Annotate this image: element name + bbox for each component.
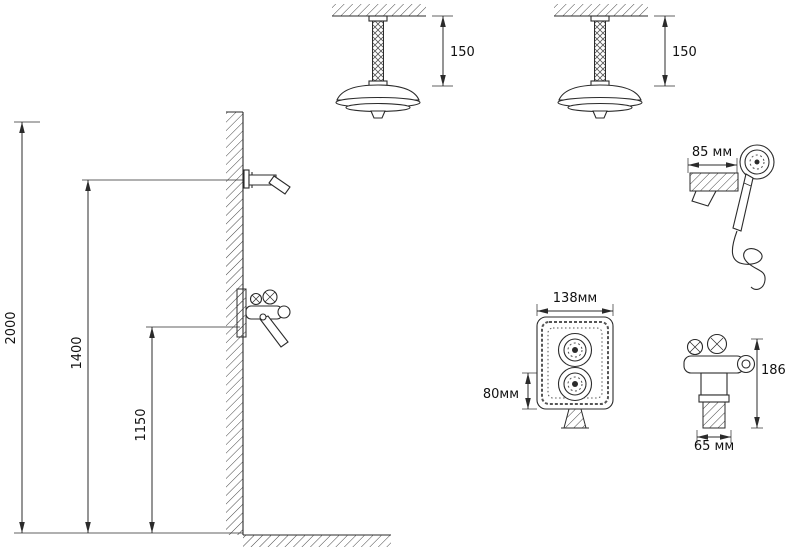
ceiling-shower-head-right bbox=[553, 3, 649, 119]
dimension-186: 186 bbox=[751, 338, 786, 429]
mixer-front-detail: 138мм 80мм bbox=[483, 291, 614, 429]
wall-mixer-side bbox=[236, 288, 291, 348]
dim-85-label: 85 мм bbox=[692, 145, 732, 160]
hand-shower-hose bbox=[731, 230, 766, 290]
dim-150-right-label: 150 bbox=[672, 45, 697, 60]
floor-hatch bbox=[243, 534, 391, 547]
dim-150-left-label: 150 bbox=[450, 45, 475, 60]
dimension-80: 80мм bbox=[483, 372, 537, 410]
dim-1400-label: 1400 bbox=[70, 336, 85, 369]
mixer-body bbox=[683, 355, 745, 374]
hand-shower-head bbox=[732, 144, 775, 232]
dimension-2000: 2000 bbox=[4, 121, 243, 534]
shower-arm-side bbox=[243, 169, 291, 195]
dial-bottom bbox=[557, 366, 593, 402]
ceiling-shower-head-left bbox=[331, 3, 427, 119]
side-knobs bbox=[686, 333, 728, 356]
dimension-1400: 1400 bbox=[70, 179, 252, 533]
dimension-150-left: 150 bbox=[432, 15, 475, 87]
dim-80-label: 80мм bbox=[483, 387, 519, 402]
dim-1150-label: 1150 bbox=[134, 408, 149, 441]
hand-shower-detail: 85 мм bbox=[687, 144, 775, 290]
dimension-1150: 1150 bbox=[134, 326, 240, 533]
dim-2000-label: 2000 bbox=[4, 311, 19, 344]
dim-186-label: 186 bbox=[761, 363, 786, 378]
hand-shower-holder bbox=[689, 172, 739, 207]
dimension-138: 138мм bbox=[536, 291, 614, 316]
dimension-65: 65 мм bbox=[694, 430, 734, 454]
plate-lever bbox=[563, 408, 587, 429]
dial-top bbox=[557, 332, 593, 368]
dim-65-label: 65 мм bbox=[694, 439, 734, 454]
mixer-side-detail: 186 65 мм bbox=[683, 333, 786, 454]
wall-elevation-view: 2000 1400 1150 bbox=[4, 111, 391, 547]
dimension-85: 85 мм bbox=[687, 145, 738, 173]
dim-138-label: 138мм bbox=[553, 291, 597, 306]
dimension-150-right: 150 bbox=[654, 15, 697, 87]
